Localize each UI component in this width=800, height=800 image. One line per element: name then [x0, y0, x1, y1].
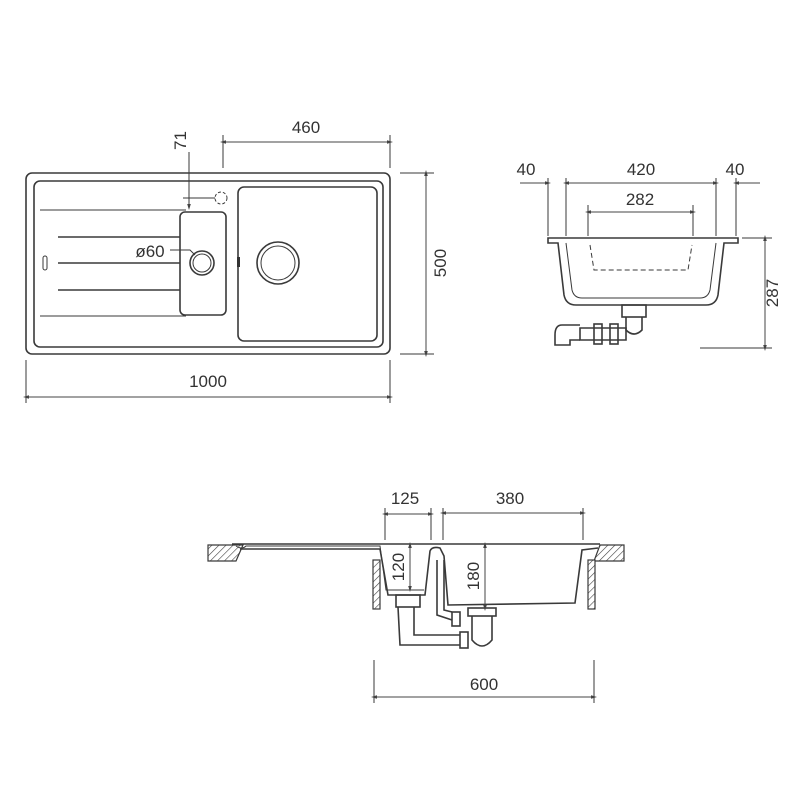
inner-width-label: 420 — [627, 160, 655, 179]
tap-hole-icon — [214, 191, 228, 205]
section-sink-profile — [232, 543, 600, 606]
overflow-slot — [42, 255, 48, 271]
right-rim-label: 40 — [726, 160, 745, 179]
sink-outline — [25, 172, 391, 355]
sink-inner-rim — [33, 180, 384, 348]
side-hidden-line — [589, 244, 693, 271]
small-bowl-depth-label: 120 — [389, 553, 408, 581]
tap-offset-label: 71 — [171, 131, 190, 150]
bowl-width-label: 460 — [292, 118, 320, 137]
section-drainer-profile — [235, 545, 424, 591]
side-sink-profile — [547, 237, 739, 306]
section-view: 125 380 120 180 600 — [207, 489, 625, 703]
cabinet-wall-right — [587, 559, 596, 610]
main-bowl-width-label: 380 — [496, 489, 524, 508]
side-waste-trap — [554, 304, 647, 346]
small-drain-icon — [189, 250, 215, 276]
side-bowl-inner-wall — [565, 242, 717, 299]
side-view: 40 420 40 282 287 — [517, 160, 782, 351]
drain-diameter-label: ø60 — [135, 242, 164, 261]
top-view: 460 71 ø60 1000 500 — [23, 118, 450, 403]
bowl-overflow — [237, 257, 240, 267]
small-bowl — [179, 211, 227, 316]
countertop-right — [593, 544, 625, 562]
section-waste-pipes — [395, 560, 497, 649]
main-bowl-depth-label: 180 — [464, 562, 483, 590]
drainer-grooves — [40, 209, 186, 317]
cabinet-wall-left — [372, 559, 381, 610]
bowl-bottom-label: 282 — [626, 190, 654, 209]
countertop-left — [207, 544, 244, 562]
small-bowl-width-label: 125 — [391, 489, 419, 508]
depth-label: 500 — [431, 249, 450, 277]
width-label: 1000 — [189, 372, 227, 391]
main-drain-icon — [256, 241, 300, 285]
height-label: 287 — [763, 279, 782, 307]
main-bowl — [237, 186, 378, 342]
drain-diameter-leader — [170, 249, 196, 256]
left-rim-label: 40 — [517, 160, 536, 179]
cabinet-width-label: 600 — [470, 675, 498, 694]
